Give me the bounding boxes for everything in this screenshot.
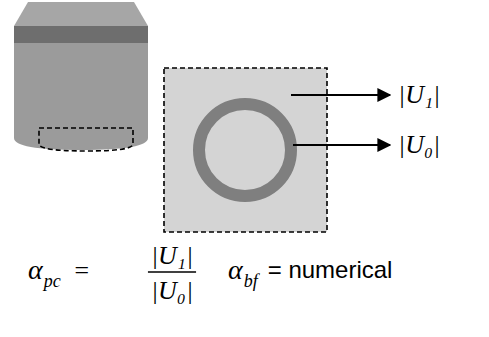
lens-body [14,43,148,150]
fraction-bar [148,271,196,273]
pointer-arrow [291,94,390,96]
numerator: |U₁| [151,243,193,269]
pupil-square [164,68,327,232]
lens-band [14,26,148,43]
amplitude-label: |U₁| [398,82,440,108]
phase-ring [199,104,291,196]
pointer-arrow [293,144,390,146]
back-focal-plane [39,128,133,151]
denominator: |U₀| [151,278,193,304]
pupil-view [164,68,327,232]
amplitude-label: |U₀| [398,132,440,158]
subscript: bf [244,272,258,290]
objective-lens [14,2,148,151]
value-text: = numerical [268,258,393,282]
lens-cap [14,2,148,26]
subscript: pc [44,272,61,290]
symbol: α [28,256,43,284]
symbol: α [228,256,243,284]
equals: = [73,258,91,284]
